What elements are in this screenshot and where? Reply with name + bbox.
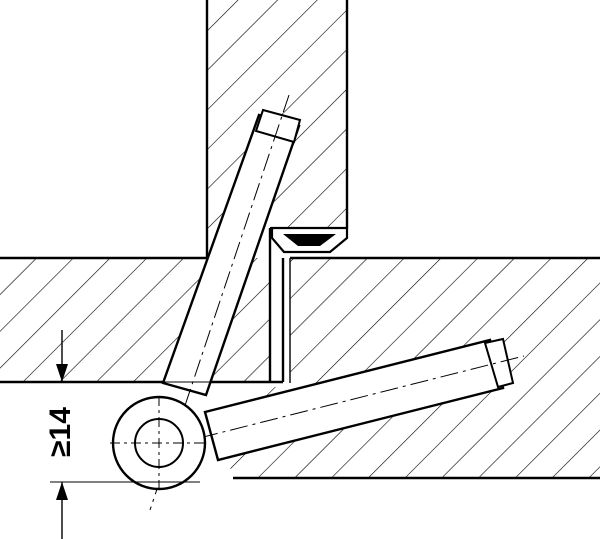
dimension-label: ≥14 bbox=[44, 407, 77, 457]
lower-hinge-pin bbox=[139, 337, 525, 462]
dimension-min-14: ≥14 bbox=[44, 330, 215, 539]
dimension-arrow-bottom bbox=[56, 482, 68, 500]
hinge-knuckle bbox=[110, 395, 208, 491]
upper-hinge-pin bbox=[149, 94, 302, 511]
gap-seal bbox=[270, 226, 349, 254]
dimension-arrow-top bbox=[56, 364, 68, 382]
